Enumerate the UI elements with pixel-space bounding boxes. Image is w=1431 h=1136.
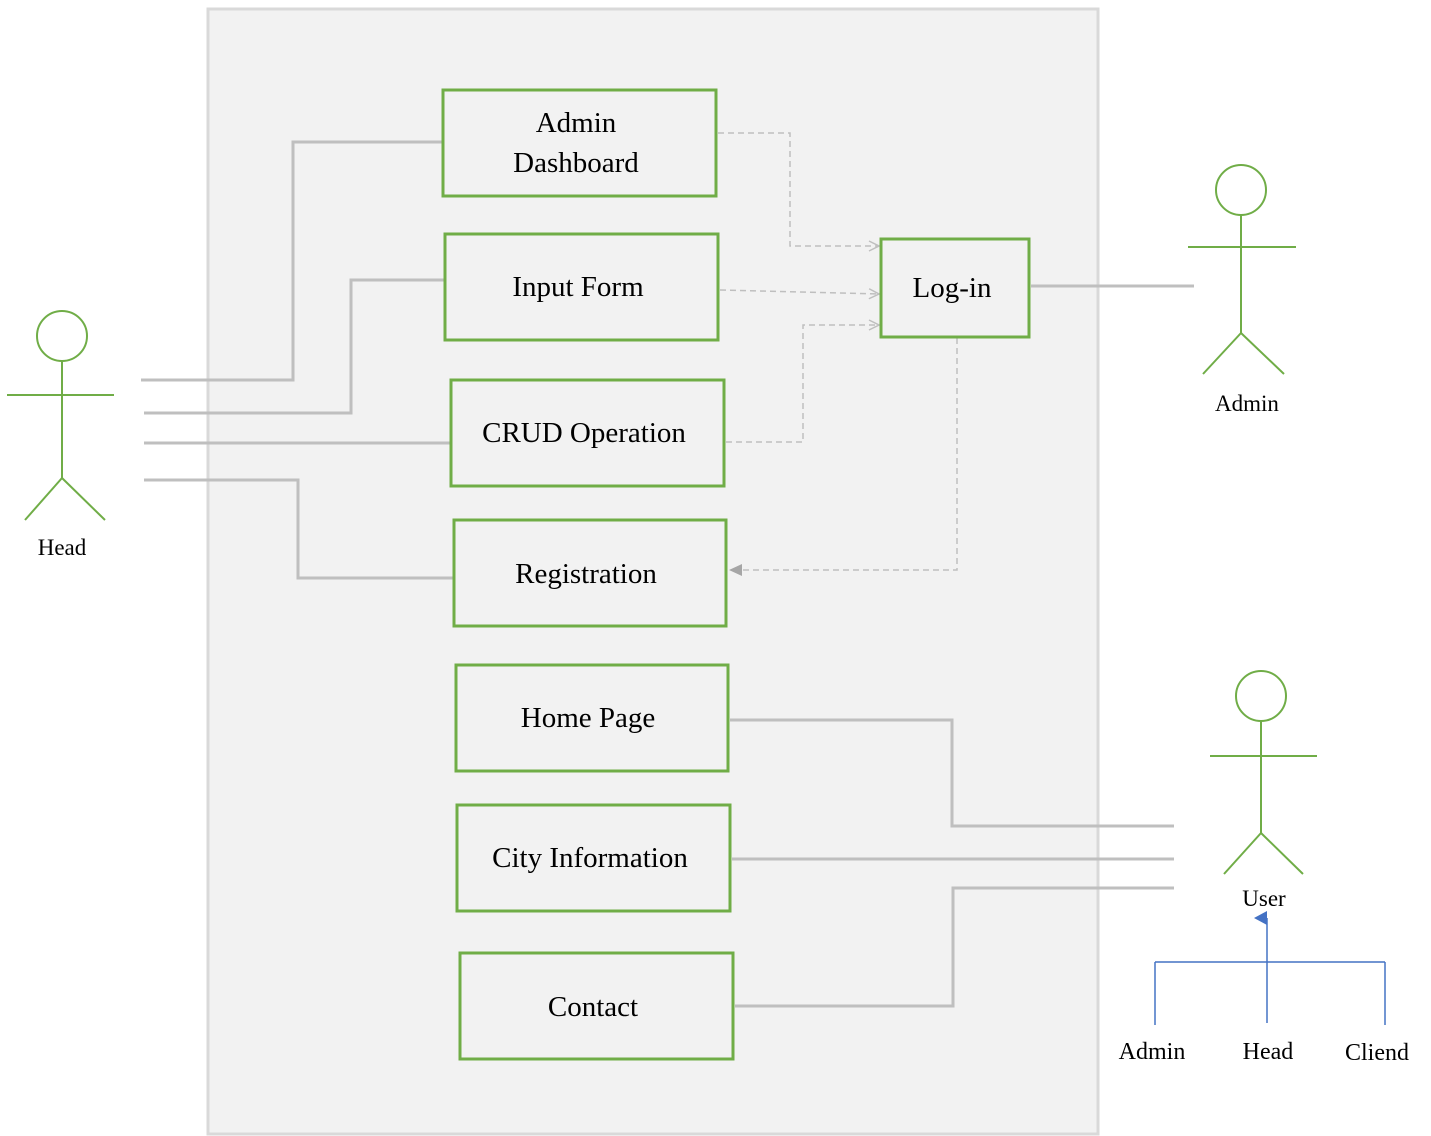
use-case-input-form[interactable]: Input Form [443, 232, 720, 342]
crud-to-login-dep [726, 325, 879, 443]
use-case-crud-operation[interactable]: CRUD Operation [449, 378, 726, 488]
head-to-registration-line [144, 478, 455, 580]
admin-dashboard-to-login-dep [718, 132, 879, 246]
admin-dashboard-label-2: Dashboard [513, 147, 639, 179]
registration-box [452, 518, 728, 628]
use-case-contact[interactable]: Contact [458, 951, 735, 1061]
head-actor-left-leg [24, 477, 63, 521]
registration-label: Registration [515, 558, 657, 590]
specialization-head-label: Head [1243, 1039, 1294, 1065]
head-to-input-form-line [144, 278, 447, 415]
user-actor-left-leg [1223, 832, 1262, 875]
login-box [879, 237, 1031, 339]
city-information-label: City Information [492, 842, 688, 874]
use-case-login[interactable]: Log-in [879, 237, 1031, 339]
crud-operation-label: CRUD Operation [482, 417, 686, 449]
contact-label: Contact [548, 991, 638, 1023]
specialization-admin-label: Admin [1119, 1039, 1186, 1065]
head-actor-right-leg [61, 477, 106, 521]
actor-head[interactable] [7, 310, 114, 521]
home-page-label: Home Page [521, 702, 656, 734]
home-page-to-user-line [730, 718, 1174, 828]
actor-user[interactable] [1210, 670, 1317, 875]
use-case-home-page[interactable]: Home Page [454, 663, 730, 773]
specialization-cliend-label: Cliend [1345, 1040, 1409, 1066]
user-actor-label: User [1242, 886, 1286, 911]
use-case-registration[interactable]: Registration [452, 518, 728, 628]
crud-operation-box [449, 378, 726, 488]
admin-actor-right-leg [1240, 332, 1285, 375]
admin-actor-label: Admin [1215, 391, 1279, 416]
city-information-box [455, 803, 732, 913]
admin-actor-left-leg [1202, 332, 1242, 375]
user-actor-head-icon [1235, 670, 1287, 722]
input-form-to-login-dep [719, 290, 879, 294]
user-generalization [1154, 911, 1386, 1025]
input-form-label: Input Form [512, 271, 644, 303]
admin-dashboard-label-1: Admin [536, 107, 617, 139]
use-case-admin-dashboard[interactable]: Admin Dashboard [441, 88, 718, 198]
contact-box [458, 951, 735, 1061]
head-associations [141, 140, 455, 580]
head-to-admin-dashboard-line [141, 140, 445, 382]
login-to-registration-dep [729, 338, 958, 576]
actor-admin[interactable] [1188, 164, 1296, 375]
input-form-box [443, 232, 720, 342]
dependency-lines [718, 132, 958, 576]
home-page-box [454, 663, 730, 773]
contact-to-user-line [735, 886, 1174, 1008]
admin-dashboard-box [441, 88, 718, 198]
user-associations [730, 718, 1174, 1008]
use-case-city-information[interactable]: City Information [455, 803, 732, 913]
head-actor-head-icon [36, 310, 88, 362]
head-actor-label: Head [38, 535, 87, 560]
user-actor-right-leg [1260, 832, 1304, 875]
admin-actor-head-icon [1215, 164, 1267, 216]
login-label: Log-in [913, 272, 992, 304]
